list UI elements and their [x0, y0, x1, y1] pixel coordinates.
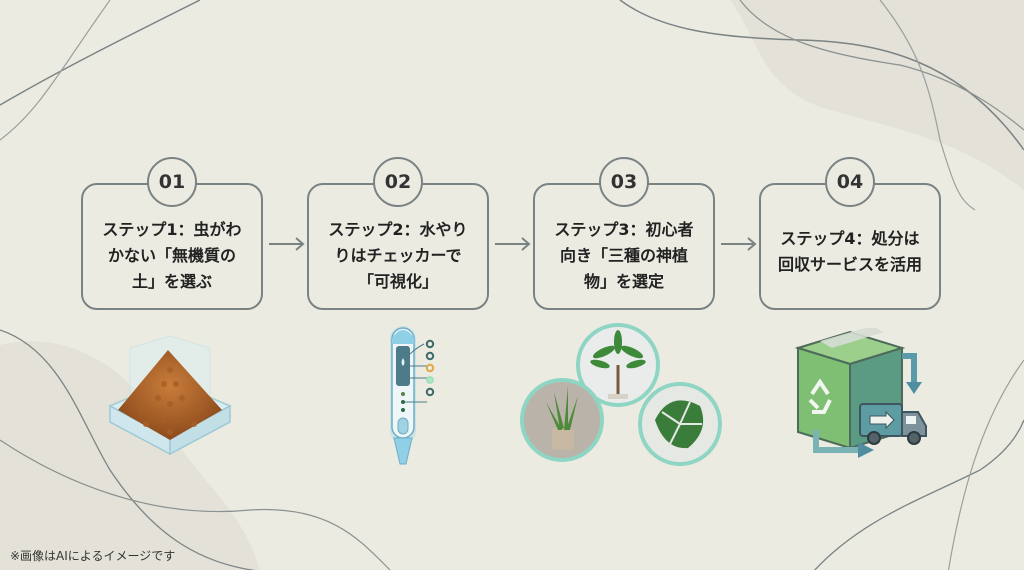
step-4-title-line-1: ステップ4：処分は: [780, 228, 920, 248]
arrow-right-icon: [721, 237, 757, 251]
step-1-title-line-2: かない「無機質の: [107, 245, 236, 265]
arrow-right-icon: [495, 237, 531, 251]
step-4-title-line-2: 回収サービスを活用: [777, 254, 922, 274]
monstera-plant-icon: [638, 382, 722, 466]
truck-icon: [859, 403, 927, 445]
water-checker-pen-icon: [390, 326, 435, 465]
footer-strip: [0, 570, 1024, 573]
step-4-title: ステップ4：処分は 回収サービスを活用: [761, 216, 939, 278]
step-2-title-line-1: ステップ2：水やり: [328, 219, 468, 239]
step-1-title: ステップ1：虫がわ かない「無機質の 土」を選ぶ: [83, 199, 261, 295]
step-3-title: ステップ3：初心者 向き「三種の神植 物」を選定: [535, 199, 713, 295]
recycle-box-truck-icon: [794, 328, 927, 458]
step-1-number-badge: 01: [147, 157, 197, 207]
ai-image-disclaimer: ※画像はAIによるイメージです: [10, 549, 176, 563]
step-1-title-line-3: 土」を選ぶ: [131, 271, 212, 291]
step-2-title-line-2: りはチェッカーで: [334, 245, 462, 265]
pachira-plant-icon: [576, 323, 660, 407]
sansevieria-plant-icon: [520, 378, 604, 462]
step-3-title-line-2: 向き「三種の神植: [559, 245, 688, 265]
step-3-number-badge: 03: [599, 157, 649, 207]
inorganic-soil-tray-icon: [108, 335, 232, 456]
recycle-icon: [808, 378, 832, 414]
three-plants-icon: [520, 323, 722, 466]
step-3-title-line-3: 物」を選定: [583, 271, 664, 291]
step-2-title-line-3: 「可視化」: [357, 271, 438, 291]
step-2-title: ステップ2：水やり りはチェッカーで 「可視化」: [309, 199, 487, 295]
step-3-title-line-1: ステップ3：初心者: [554, 219, 694, 239]
step-2-number-badge: 02: [373, 157, 423, 207]
arrow-right-icon: [269, 237, 305, 251]
step-4-number-badge: 04: [825, 157, 875, 207]
step-1-title-line-1: ステップ1：虫がわ: [102, 219, 242, 239]
